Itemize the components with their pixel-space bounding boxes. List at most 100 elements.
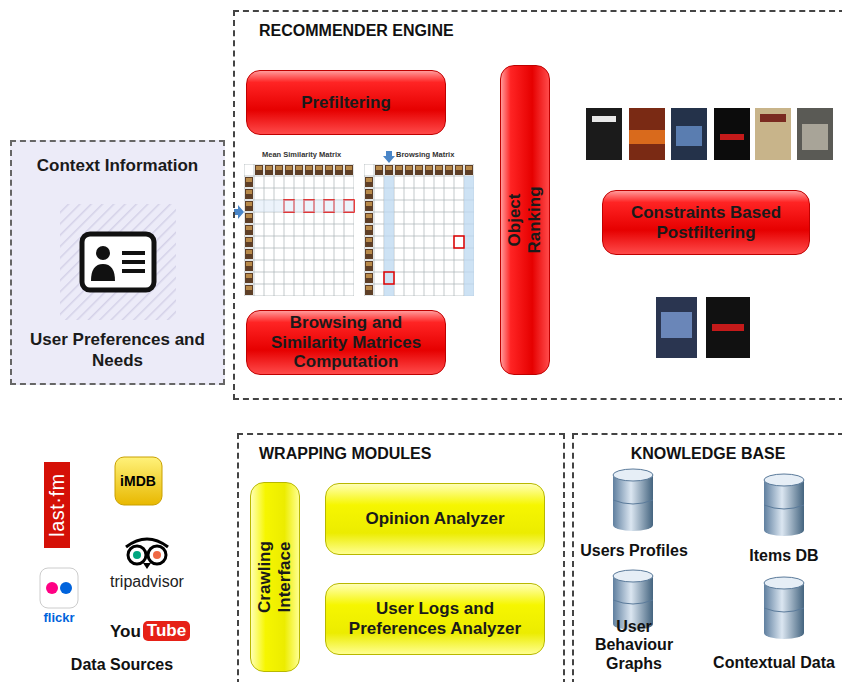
database-label: User Behaviour Graphs xyxy=(576,618,692,673)
bar-label: Crawling Interface xyxy=(255,522,294,632)
source-logo: You xyxy=(110,622,141,642)
movie-posters xyxy=(629,108,665,160)
box-label: Opinion Analyzer xyxy=(365,509,504,529)
filtered-posters xyxy=(656,297,697,358)
movie-posters xyxy=(720,134,744,140)
flickr-logo xyxy=(60,582,72,594)
source-logo: tripadvisor xyxy=(110,573,184,591)
id-card-icon xyxy=(122,260,145,264)
source-logo: flickr xyxy=(43,610,74,625)
database-icon xyxy=(764,524,804,536)
database-label: Users Profiles xyxy=(580,542,688,560)
knowledge-region: KNOWLEDGE BASE Users Profiles Items DB User… xyxy=(572,433,842,682)
id-card-icon xyxy=(82,234,154,290)
browsing-matrix xyxy=(364,176,374,296)
id-card-icon xyxy=(96,246,110,260)
database-icon xyxy=(764,583,804,633)
box-label: User Logs and Preferences Analyzer xyxy=(334,599,536,638)
process-box: Constraints Based Postfiltering xyxy=(602,190,810,255)
imdb-logo xyxy=(115,457,162,505)
database-icon xyxy=(764,474,804,486)
lastfm-logo xyxy=(44,462,70,548)
database-icon xyxy=(764,480,804,530)
box-label: Prefiltering xyxy=(301,93,391,113)
movie-posters xyxy=(586,108,833,160)
movie-posters xyxy=(755,108,791,160)
similarity-matrix xyxy=(254,164,354,176)
matrix-title: Mean Similarity Matrix xyxy=(262,150,341,159)
movie-posters xyxy=(802,124,828,150)
database-icon xyxy=(764,505,804,509)
browsing-matrix xyxy=(384,272,394,284)
database: Contextual Data xyxy=(708,572,840,676)
box-label: Constraints Based Postfiltering xyxy=(611,203,801,242)
flickr-logo xyxy=(40,568,78,608)
similarity-matrix xyxy=(254,200,354,212)
database-icon xyxy=(613,500,653,504)
engine-region: RECOMMENDER ENGINEPrefilteringObject Ran… xyxy=(233,10,842,400)
database-icon xyxy=(764,627,804,639)
region-title: WRAPPING MODULES xyxy=(259,445,431,463)
movie-posters xyxy=(592,116,616,122)
flickr-logo xyxy=(40,568,78,608)
browsing-matrix xyxy=(364,151,474,296)
context-panel: Context InformationUser Preferences and … xyxy=(10,140,225,385)
browsing-matrix xyxy=(383,151,395,163)
database: Users Profiles xyxy=(578,466,690,564)
browsing-matrix xyxy=(454,236,464,248)
browsing-matrix xyxy=(364,164,474,296)
imdb-logo xyxy=(115,457,162,505)
module-box: User Logs and Preferences Analyzer xyxy=(325,583,545,655)
source-logo: Tube xyxy=(143,621,190,641)
filtered-posters xyxy=(661,312,692,338)
database-icon xyxy=(613,469,653,481)
tripadvisor-logo xyxy=(148,546,166,564)
process-bar: Object Ranking xyxy=(500,65,550,375)
similarity-matrix xyxy=(244,176,254,296)
database-icon xyxy=(613,475,653,525)
id-card-icon xyxy=(91,264,115,281)
movie-posters xyxy=(760,114,786,122)
tripadvisor-logo xyxy=(128,546,146,564)
database-label: Contextual Data xyxy=(713,654,835,672)
movie-posters xyxy=(586,108,622,160)
database-icon xyxy=(613,570,653,582)
id-card-icon xyxy=(122,251,145,255)
process-box: Browsing and Similarity Matrices Computa… xyxy=(246,310,446,375)
movie-posters xyxy=(671,108,707,160)
database: Items DB xyxy=(730,471,838,569)
browsing-matrix xyxy=(384,176,394,296)
panel-text: User Preferences and Needs xyxy=(18,330,217,371)
matrix-title: Browsing Matrix xyxy=(396,150,454,159)
group-caption: Data Sources xyxy=(71,656,173,674)
process-box: Prefiltering xyxy=(246,70,446,135)
similarity-matrix xyxy=(244,164,354,296)
module-region: WRAPPING MODULES Crawling Interface Opinio… xyxy=(237,433,565,682)
tripadvisor-logo xyxy=(143,563,151,569)
tripadvisor-logo xyxy=(133,551,141,559)
context-panel-ground xyxy=(10,140,225,385)
browsing-matrix xyxy=(374,164,474,176)
movie-posters xyxy=(629,130,665,144)
filtered-posters xyxy=(712,324,744,331)
panel-heading: Context Information xyxy=(18,156,217,176)
similarity-matrix xyxy=(234,205,244,219)
database-icon xyxy=(764,608,804,612)
movie-posters xyxy=(676,126,702,146)
id-card-icon xyxy=(122,269,145,273)
source-logo: iMDB xyxy=(120,473,156,489)
database-icon xyxy=(764,577,804,589)
database-icon xyxy=(613,600,653,604)
browsing-matrix xyxy=(464,176,474,296)
database: User Behaviour Graphs xyxy=(574,567,694,677)
filtered-posters xyxy=(706,297,750,358)
module-box: Opinion Analyzer xyxy=(325,483,545,555)
flickr-logo xyxy=(46,582,58,594)
box-label: Browsing and Similarity Matrices Computa… xyxy=(255,313,437,372)
movie-posters xyxy=(797,108,833,160)
similarity-matrix xyxy=(234,164,354,296)
tripadvisor-logo xyxy=(126,539,168,569)
lastfm-logo xyxy=(44,462,70,548)
region-title: KNOWLEDGE BASE xyxy=(574,445,842,463)
